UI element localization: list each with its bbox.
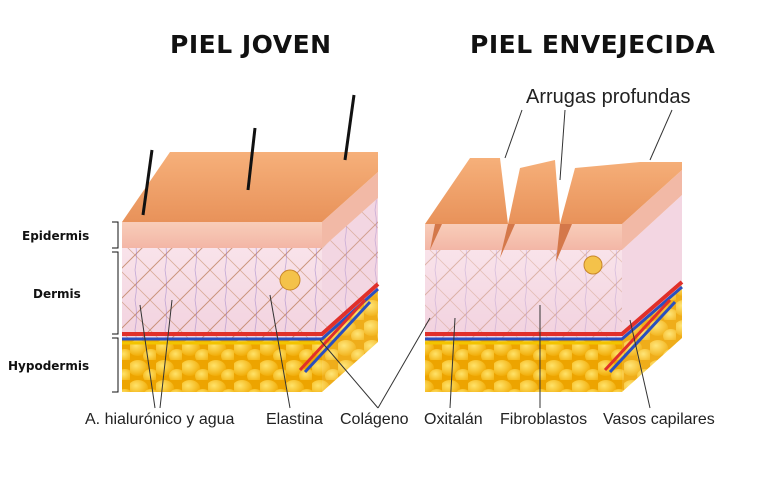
hyaluronic-acid-label: A. hialurónico y agua [85, 411, 235, 428]
elastin-label: Elastina [266, 411, 323, 428]
young-skin-block [122, 94, 380, 392]
aged-skin-title: PIEL ENVEJECIDA [470, 30, 716, 59]
layer-brackets [112, 221, 119, 393]
fibroblasts-label: Fibroblastos [500, 411, 588, 428]
aged-skin-block [425, 158, 684, 392]
wrinkle-callout-lines [504, 109, 673, 181]
oxytalan-label: Oxitalán [424, 411, 483, 428]
capillaries-label: Vasos capilares [603, 411, 715, 428]
hypodermis-label: Hypodermis [8, 359, 90, 373]
collagen-label: Colágeno [340, 411, 409, 428]
epidermis-label: Epidermis [22, 229, 90, 243]
bottom-callout-lines [139, 294, 651, 409]
dermis-label: Dermis [33, 287, 81, 301]
young-skin-title: PIEL JOVEN [170, 30, 332, 59]
wrinkles-label: Arrugas profundas [526, 86, 691, 108]
